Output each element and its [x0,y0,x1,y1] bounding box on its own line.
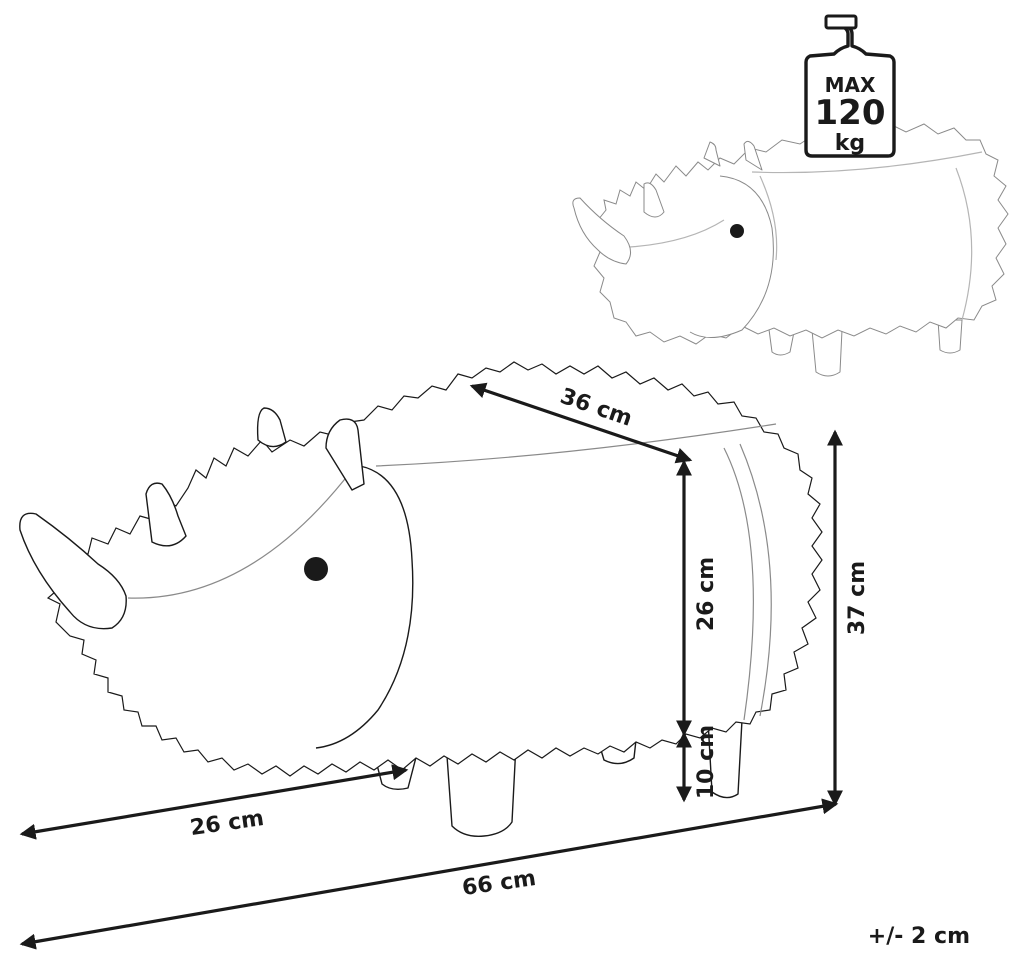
total-height-label: 37 cm [845,561,870,635]
tolerance-label: +/- 2 cm [868,924,970,949]
weight-icon: MAX 120 kg [804,14,896,158]
dimension-lines [19,382,843,950]
weight-unit: kg [835,131,865,156]
weight-value: 120 [815,93,886,133]
body-height-label: 26 cm [694,557,719,631]
leg-height-label: 10 cm [694,725,719,799]
rhino-stool-reference-icon [572,123,1009,377]
total-length-arrow [19,798,839,950]
weight-max-label: MAX [825,73,876,97]
total-length-label: 66 cm [461,866,538,901]
leg-depth-label: 26 cm [189,806,266,841]
seat-width-arrow [469,382,693,464]
